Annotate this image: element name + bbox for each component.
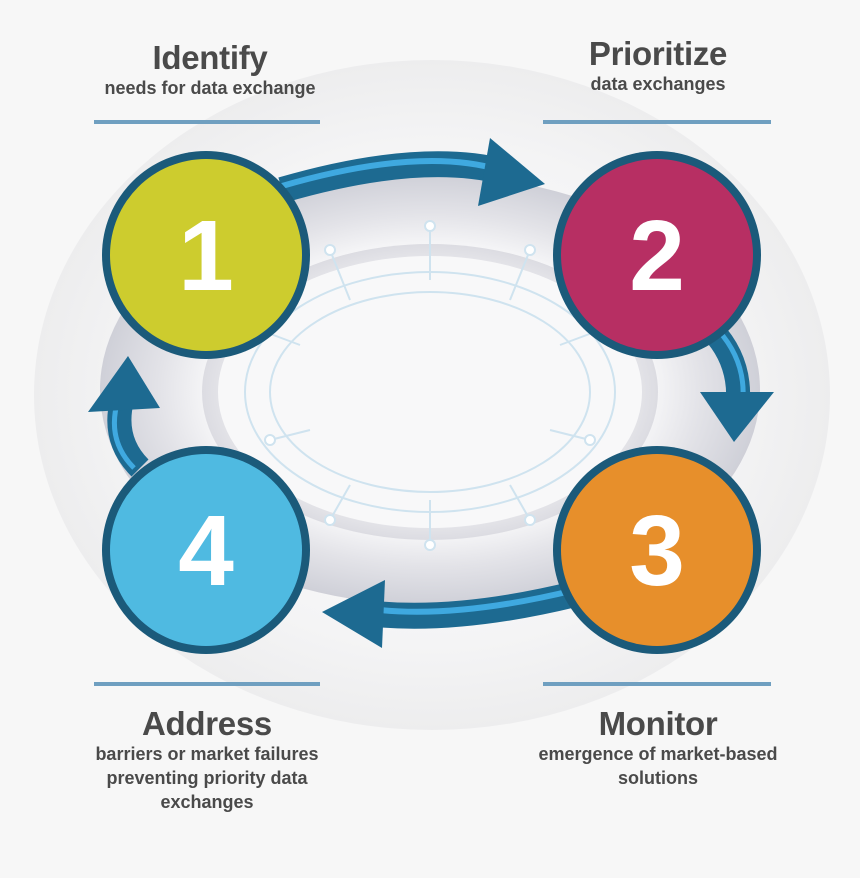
step-3-desc: emergence of market-based solutions (538, 744, 778, 788)
step-2-rule (543, 120, 771, 124)
arrow-3-to-4 (322, 580, 579, 648)
step-4-rule (94, 682, 320, 686)
arrow-4-to-1 (88, 356, 160, 477)
step-3-rule (543, 682, 771, 686)
step-circle-3 (553, 446, 761, 654)
step-1-fill (110, 159, 302, 351)
step-4-caption: Address barriers or market failures prev… (52, 706, 362, 814)
step-circle-1 (102, 151, 310, 359)
step-number-4: 4 (178, 495, 234, 607)
step-circle-2 (553, 151, 761, 359)
step-4-desc: barriers or market failures preventing p… (95, 744, 319, 812)
step-2-title: Prioritize (588, 35, 728, 72)
step-3-caption: Monitor emergence of market-based soluti… (508, 706, 808, 790)
step-1-title: Identify (152, 39, 268, 76)
step-number-2: 2 (629, 200, 685, 312)
step-1-rule (94, 120, 320, 124)
circuit-lines (244, 226, 616, 545)
arrow-1-to-2 (278, 138, 545, 206)
step-2-desc: data exchanges (590, 74, 726, 94)
step-circle-4 (102, 446, 310, 654)
step-1-caption: Identify needs for data exchange (60, 40, 360, 100)
step-2-caption: Prioritize data exchanges (508, 36, 808, 96)
step-number-3: 3 (629, 495, 685, 607)
step-2-fill (561, 159, 753, 351)
step-4-fill (110, 454, 302, 646)
step-3-fill (561, 454, 753, 646)
step-1-desc: needs for data exchange (104, 78, 316, 98)
step-number-1: 1 (178, 200, 234, 312)
step-4-title: Address (142, 705, 272, 742)
step-3-title: Monitor (598, 705, 718, 742)
